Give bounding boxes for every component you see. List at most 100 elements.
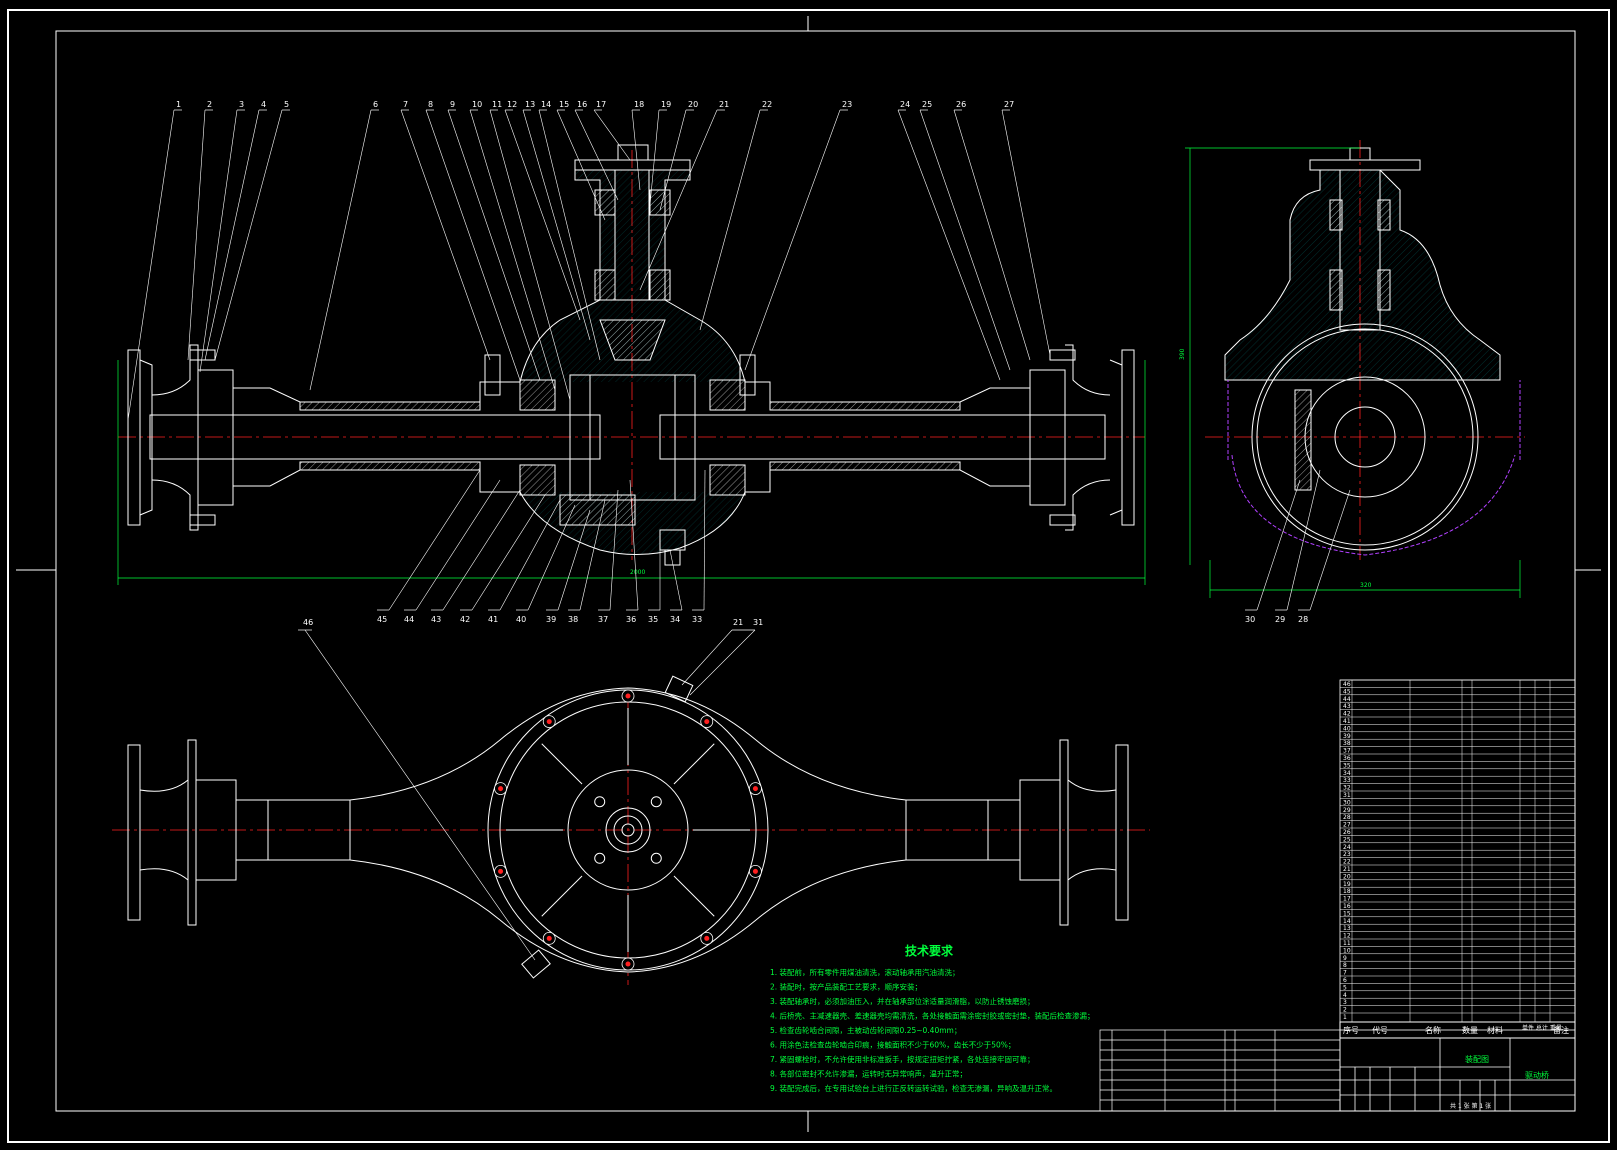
cover-rib (673, 875, 715, 917)
cover-rib (541, 875, 583, 917)
bom-row-index: 11 (1343, 940, 1351, 947)
bom-header-remark: 备注 (1553, 1025, 1569, 1035)
bom-row-index: 23 (1343, 851, 1351, 858)
bolt-center (752, 786, 758, 792)
bom-row-index: 18 (1343, 888, 1351, 895)
balloon-label: 9 (450, 100, 455, 109)
bolt-center (498, 786, 504, 792)
balloon-label: 43 (431, 615, 441, 624)
balloon-label: 42 (460, 615, 470, 624)
drain-plug (521, 949, 551, 979)
bill-of-materials: 4645444342414039383736353433323130292827… (1339, 679, 1576, 1039)
balloon-label: 26 (956, 100, 966, 109)
bom-row-index: 32 (1343, 785, 1351, 792)
bom-rows: 4645444342414039383736353433323130292827… (1340, 679, 1575, 1022)
balloon-label: 45 (377, 615, 387, 624)
balloon-label: 23 (842, 100, 852, 109)
bom-row-index: 19 (1343, 881, 1351, 888)
hub-hole (594, 852, 606, 864)
balloon-label: 10 (472, 100, 482, 109)
balloon-label: 14 (541, 100, 551, 109)
bolt-center (704, 935, 710, 941)
bom-row-index: 12 (1343, 933, 1351, 940)
balloon-label: 20 (688, 100, 698, 109)
bom-row-index: 7 (1343, 970, 1347, 977)
drawing-name: 装配图 (1465, 1054, 1489, 1064)
balloon-label: 13 (525, 100, 535, 109)
bom-row-index: 41 (1343, 718, 1351, 725)
bom-row-index: 25 (1343, 836, 1351, 843)
bom-row-index: 29 (1343, 807, 1351, 814)
bom-row-index: 37 (1343, 748, 1351, 755)
bom-row-index: 30 (1343, 799, 1351, 806)
tech-req-line: 6. 用涂色法检查齿轮啮合印痕，接触面积不少于60%，齿长不少于50%； (770, 1040, 1015, 1050)
bom-row-index: 16 (1343, 903, 1351, 910)
bom-row-index: 35 (1343, 762, 1351, 769)
balloon-label: 30 (1245, 615, 1255, 624)
breather-plug (664, 675, 694, 703)
balloon-label: 2 (207, 100, 212, 109)
bolt-center (546, 935, 552, 941)
bom-row-index: 28 (1343, 814, 1351, 821)
balloon-label: 22 (762, 100, 772, 109)
balloon-label: 5 (284, 100, 289, 109)
bom-row-index: 2 (1343, 1007, 1347, 1014)
balloon-label: 44 (404, 615, 414, 624)
tech-req-line: 7. 紧固螺栓时，不允许使用非标准扳手，按规定扭矩拧紧，各处连接牢固可靠； (770, 1054, 1035, 1064)
bom-row-index: 3 (1343, 999, 1347, 1006)
bom-row-index: 24 (1343, 844, 1351, 851)
balloon-label: 19 (661, 100, 671, 109)
bom-header-weight: 单件 总计 重量 (1522, 1024, 1562, 1032)
balloon-label: 37 (598, 615, 608, 624)
front-section-view (117, 144, 1146, 585)
balloon-label: 17 (596, 100, 606, 109)
bom-row-index: 1 (1343, 1014, 1347, 1021)
balloon-label: 41 (488, 615, 498, 624)
technical-requirements: 技术要求 1. 装配前，所有零件用煤油清洗，滚动轴承用汽油清洗；2. 装配时，按… (770, 943, 1095, 1093)
bolt-center (546, 719, 552, 725)
balloon-label: 38 (568, 615, 578, 624)
balloon-label: 1 (176, 100, 181, 109)
hub-hole (594, 796, 606, 808)
drawing-frame (7, 9, 1610, 1143)
bom-row-index: 39 (1343, 733, 1351, 740)
balloon-label: 18 (634, 100, 644, 109)
balloon-label: 27 (1004, 100, 1014, 109)
bom-header-code: 代号 (1372, 1025, 1388, 1035)
balloon-label: 15 (559, 100, 569, 109)
bom-row-index: 26 (1343, 829, 1351, 836)
bom-header-qty: 数量 (1462, 1025, 1478, 1035)
cover-rib (541, 743, 583, 785)
bom-row-index: 34 (1343, 770, 1351, 777)
bolt-center (625, 693, 631, 699)
balloon-label: 21 (733, 618, 743, 627)
balloon-label: 40 (516, 615, 526, 624)
bolt-center (704, 719, 710, 725)
bolt-center (625, 961, 631, 967)
bom-row-index: 21 (1343, 866, 1351, 873)
bom-row-index: 6 (1343, 977, 1347, 984)
bom-row-index: 27 (1343, 822, 1351, 829)
tech-req-line: 5. 检查齿轮啮合间隙，主被动齿轮间隙0.25~0.40mm； (770, 1025, 961, 1035)
balloon-label: 24 (900, 100, 910, 109)
tech-req-line: 4. 后桥壳、主减速器壳、差速器壳均需清洗，各处接触面需涂密封胶或密封垫，装配后… (770, 1011, 1095, 1021)
balloon-label: 6 (373, 100, 378, 109)
bom-row-index: 13 (1343, 925, 1351, 932)
bom-row-index: 40 (1343, 725, 1351, 732)
balloon-label: 16 (577, 100, 587, 109)
tech-req-line: 8. 各部位密封不允许渗漏，运转时无异常响声，温升正常； (770, 1069, 967, 1079)
bom-row-index: 15 (1343, 910, 1351, 917)
tech-req-title: 技术要求 (905, 943, 954, 958)
balloon-label: 31 (753, 618, 763, 627)
bom-row-index: 10 (1343, 947, 1351, 954)
bom-header-name: 名称 (1425, 1025, 1441, 1035)
bom-row-index: 45 (1343, 688, 1351, 695)
side-width-dimension: 320 (1360, 582, 1372, 589)
bom-row-index: 4 (1343, 992, 1347, 999)
balloon-label: 35 (648, 615, 658, 624)
bom-row-index: 20 (1343, 873, 1351, 880)
bom-row-index: 8 (1343, 962, 1347, 969)
